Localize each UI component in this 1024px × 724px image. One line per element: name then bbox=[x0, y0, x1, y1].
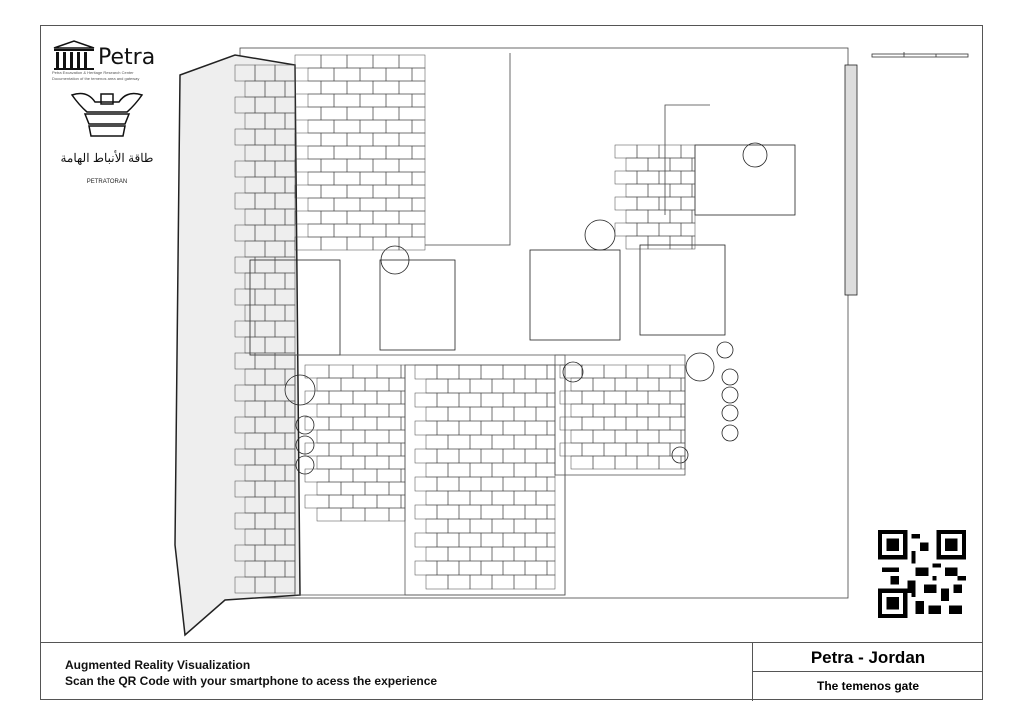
ar-heading: Augmented Reality Visualization bbox=[65, 658, 251, 672]
scale-bar bbox=[871, 52, 969, 58]
temenos-gate-plan-drawing bbox=[174, 47, 858, 637]
logo-wordmark: Petra bbox=[52, 40, 162, 70]
petra-logo: Petra Petra Excavation & Heritage Resear… bbox=[52, 40, 162, 185]
qr-code[interactable] bbox=[878, 530, 966, 618]
site-title: Petra - Jordan bbox=[753, 643, 983, 672]
capital-icon bbox=[70, 92, 144, 137]
ar-instructions: Scan the QR Code with your smartphone to… bbox=[65, 674, 438, 688]
sheet-frame bbox=[40, 25, 983, 700]
title-block: Augmented Reality Visualization Scan the… bbox=[40, 642, 983, 701]
drawing-subtitle: The temenos gate bbox=[816, 679, 920, 693]
temple-icon bbox=[53, 40, 95, 70]
